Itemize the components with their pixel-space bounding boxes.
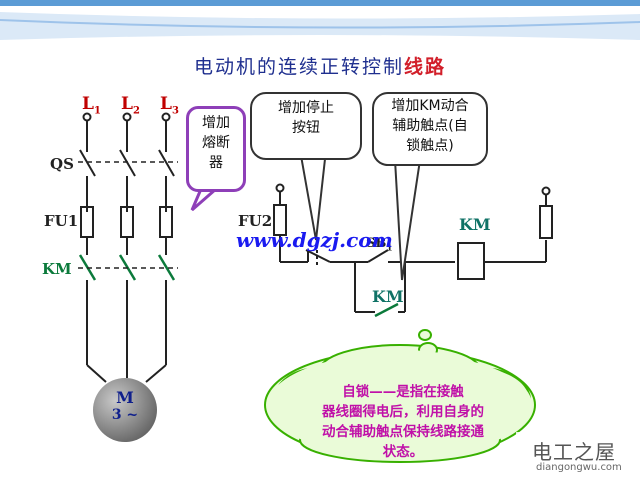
km-main-label: KM — [42, 260, 72, 278]
phase-l2-label: L2 — [121, 94, 140, 117]
phase-l3-label: L3 — [160, 94, 179, 117]
fu2-label: FU2 — [238, 212, 273, 230]
km-aux-label: KM — [372, 287, 404, 306]
brand-logo-url: diangongwu.com — [536, 462, 622, 473]
km-coil-label: KM — [459, 215, 491, 234]
phase-l1-label: L1 — [82, 94, 101, 117]
brand-logo-bg — [516, 432, 640, 480]
qs-label: QS — [50, 155, 74, 173]
callout-add-fuse: 增加 熔断 器 — [186, 106, 246, 192]
fu1-label: FU1 — [44, 212, 79, 230]
header-swoosh — [0, 12, 640, 40]
watermark-url: www.dgzj.com — [236, 228, 393, 252]
top-accent-bar — [0, 0, 640, 6]
callout-add-km-aux: 增加KM动合 辅助触点(自 锁触点) — [372, 92, 488, 166]
motor-symbol: M 3 ~ — [93, 378, 157, 442]
sb1-label: SB1 — [366, 236, 393, 254]
self-lock-note: 自锁——是指在接触 器线圈得电后，利用自身的 动合辅助触点保持线路接通 状态。 — [322, 384, 484, 460]
callout-add-stop-button: 增加停止 按钮 — [250, 92, 362, 160]
brand-logo-text: 电工之屋 — [532, 440, 616, 464]
diagram-title: 电动机的连续正转控制线路 — [193, 56, 447, 78]
